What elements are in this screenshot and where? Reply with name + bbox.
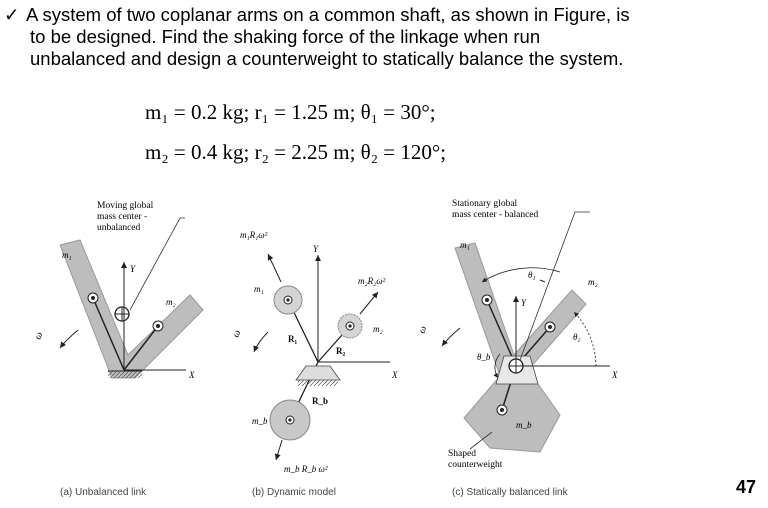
label-thetab-c: θ_b xyxy=(477,352,491,362)
label-m2-a: m₂ xyxy=(166,297,176,307)
label-omega-b: ω xyxy=(230,329,243,339)
ground-b xyxy=(295,365,341,381)
label-m1-a: m₁ xyxy=(62,250,72,260)
label-force1-b: m₁R₁ω² xyxy=(240,230,268,240)
label-R2-b: R₂ xyxy=(336,346,345,356)
label-y-a: Y xyxy=(130,264,136,274)
caption-c: (c) Statically balanced link xyxy=(452,487,568,498)
problem-line-2: to be designed. Find the shaking force o… xyxy=(30,26,541,47)
label-Rb-b: R_b xyxy=(312,396,328,406)
caption-a: (a) Unbalanced link xyxy=(60,487,147,498)
link-body-a xyxy=(59,239,204,379)
figure-a-unbalanced: Moving global mass center - unbalanced m… xyxy=(32,201,204,380)
omega-arrow-a xyxy=(59,329,79,349)
equation-2: m₂ = 0.4 kg; r₂ = 2.25 m; θ₂ = 120°; xyxy=(145,140,447,164)
counterweight-label-2: counterweight xyxy=(448,460,503,470)
callout-a-2: mass center - xyxy=(97,212,147,222)
label-y-b: Y xyxy=(313,244,319,254)
label-x-a: X xyxy=(188,370,195,380)
label-forceb-b: m_b R_b ω² xyxy=(284,464,328,474)
label-omega-a: ω xyxy=(32,331,45,341)
problem-line-1: ✓A system of two coplanar arms on a comm… xyxy=(4,4,630,25)
label-m2-b: m₂ xyxy=(373,324,383,334)
label-m1-c: m₁ xyxy=(460,240,470,250)
theta2-arc xyxy=(573,311,597,367)
page-number: 47 xyxy=(735,477,756,497)
label-R1-b: R₁ xyxy=(288,334,297,344)
problem-statement: ✓A system of two coplanar arms on a comm… xyxy=(4,4,764,70)
label-x-b: X xyxy=(391,370,398,380)
figure-c-balanced: Stationary global mass center - balanced… xyxy=(416,199,618,470)
callout-a-3: unbalanced xyxy=(97,223,141,233)
figure-b-dynamic-model: m₁R₁ω² m₂R₂ω² m_b R_b ω² m₁ m₂ m_b R₁ R₂… xyxy=(230,230,398,474)
callout-c-1: Stationary global xyxy=(452,199,518,209)
ground-a xyxy=(108,371,142,378)
label-mb-c: m_b xyxy=(516,420,532,430)
label-theta1-c: θ₁ xyxy=(528,270,536,280)
theta1-arc xyxy=(481,267,561,283)
thetab-arc xyxy=(493,353,501,379)
equation-1: m₁ = 0.2 kg; r₁ = 1.25 m; θ₁ = 30°; xyxy=(145,100,436,124)
label-x-c: X xyxy=(611,370,618,380)
problem-line-3: unbalanced and design a counterweight to… xyxy=(30,48,624,69)
callout-a-1: Moving global xyxy=(97,201,154,211)
callout-c-2: mass center - balanced xyxy=(452,210,538,220)
label-m2-c: m₂ xyxy=(588,277,598,287)
checkmark-icon: ✓ xyxy=(4,4,20,25)
label-y-c: Y xyxy=(521,298,527,308)
omega-arrow-c xyxy=(441,327,461,347)
omega-arrow-b xyxy=(253,331,269,353)
label-mb-b: m_b xyxy=(252,416,268,426)
label-m1-b: m₁ xyxy=(254,284,264,294)
label-force2-b: m₂R₂ω² xyxy=(358,276,386,286)
caption-b: (b) Dynamic model xyxy=(252,487,336,498)
label-theta2-c: θ₂ xyxy=(573,332,581,342)
counterweight-label-1: Shaped xyxy=(448,449,476,459)
label-omega-c: ω xyxy=(416,325,429,335)
